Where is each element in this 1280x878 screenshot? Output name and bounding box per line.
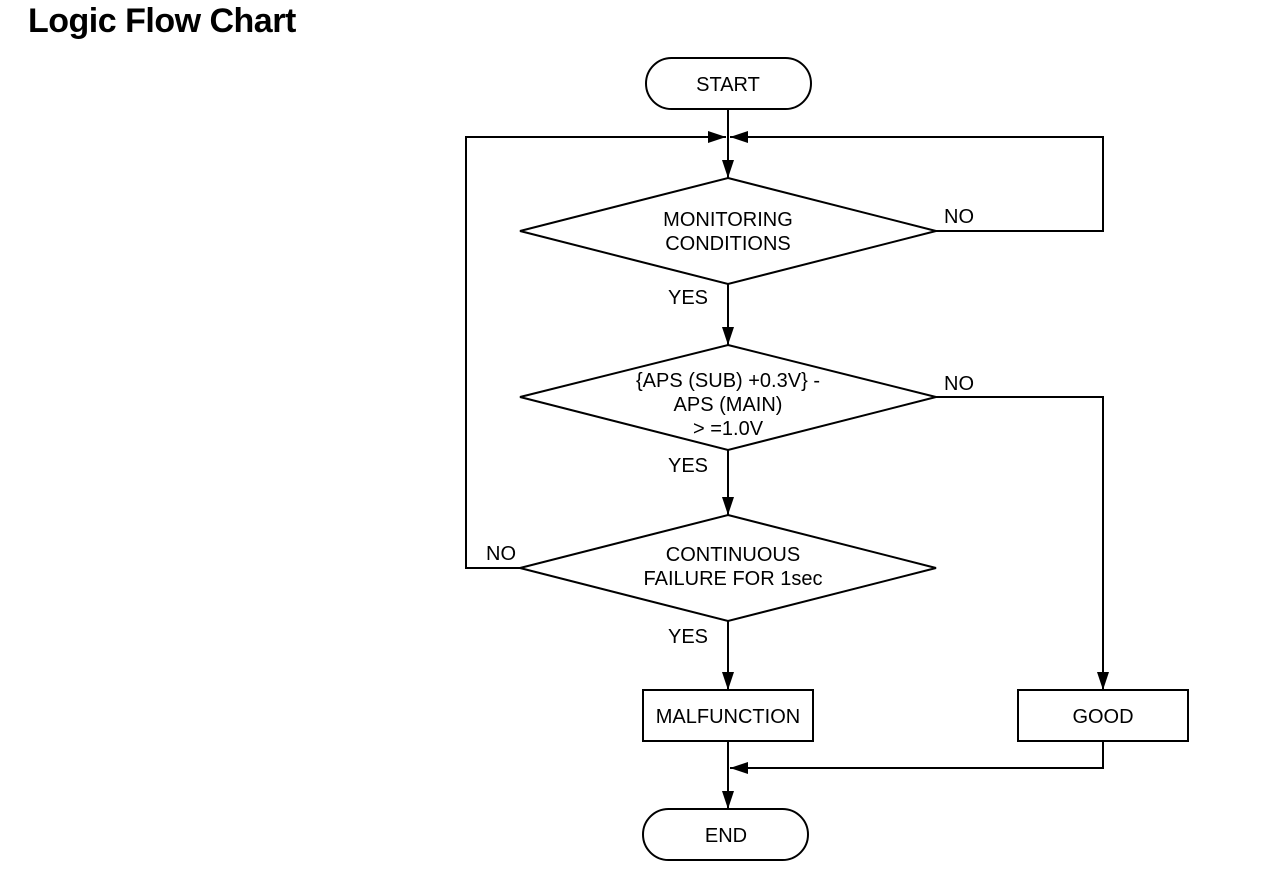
malfunction-label: MALFUNCTION [656,706,800,728]
start-node: START [645,57,812,110]
connector-good-to-merge [730,741,1104,769]
aps-label-line2: APS (MAIN) [674,394,783,416]
arrow-into-good [1097,672,1109,690]
end-label: END [705,825,747,847]
aps-no-label: NO [944,373,974,395]
monitoring-conditions-decision: MONITORING CONDITIONS [519,176,937,286]
continuous-yes-label: YES [668,626,708,648]
start-label: START [696,74,760,96]
aps-check-decision: {APS (SUB) +0.3V} - APS (MAIN) > =1.0V [519,343,937,452]
monitoring-label-line2: CONDITIONS [665,233,791,255]
arrow-into-malfunction [722,672,734,690]
aps-yes-label: YES [668,455,708,477]
monitoring-no-label: NO [944,206,974,228]
arrow-monitoring-no-loop [730,131,748,143]
malfunction-box: MALFUNCTION [642,689,814,742]
continuous-failure-decision: CONTINUOUS FAILURE FOR 1sec [519,513,937,623]
good-box: GOOD [1017,689,1189,742]
continuous-label-line2: FAILURE FOR 1sec [644,568,823,590]
connector-monitoring-no-loop [730,136,1104,232]
connector-aps-no-to-good [936,396,1104,690]
arrow-good-merge [730,762,748,774]
end-node: END [642,808,809,861]
arrow-into-continuous [722,497,734,515]
good-label: GOOD [1072,706,1133,728]
continuous-label-line1: CONTINUOUS [666,544,800,566]
arrow-continuous-no-loop [708,131,726,143]
arrow-into-end [722,791,734,809]
arrow-into-aps [722,327,734,345]
continuous-no-label: NO [486,543,516,565]
monitoring-label-line1: MONITORING [663,209,793,231]
aps-label-line1: {APS (SUB) +0.3V} - [636,370,820,392]
monitoring-yes-label: YES [668,287,708,309]
aps-label-line3: > =1.0V [693,418,764,440]
page-title: Logic Flow Chart [28,2,296,40]
connector-continuous-no-loop [465,136,726,569]
arrow-into-monitoring [722,160,734,178]
